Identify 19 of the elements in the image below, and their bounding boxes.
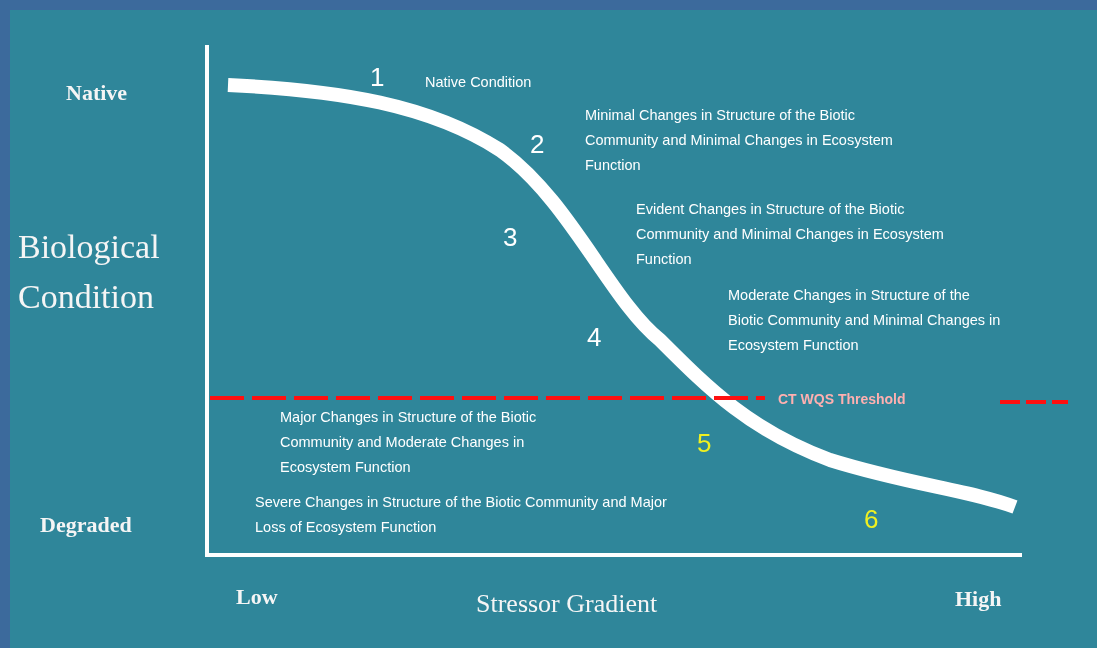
stage-description: Severe Changes in Structure of the Biotic Community and Major Loss of Ecosystem Function [255,493,668,537]
axis-label: Degraded [40,511,132,539]
stage-number: 6 [864,506,879,532]
stage-number: 3 [503,224,518,250]
stage-description: Evident Changes in Structure of the Biotic Community and Minimal Changes in Ecosystem Function [636,200,945,269]
axis-title: Stressor Gradient [476,588,658,620]
axis-label: Native [66,79,128,107]
stage-description: Minimal Changes in Structure of the Biotic Community and Minimal Changes in Ecosystem Function [585,106,894,175]
stage-number: 5 [697,430,712,456]
axis-label: High [955,585,1002,613]
stage-number: 4 [587,324,602,350]
stage-number: 2 [530,131,545,157]
axis-title: Biological Condition [18,227,161,317]
stage-description: Major Changes in Structure of the Biotic Community and Moderate Changes in Ecosystem Function [280,408,538,477]
threshold-label: CT WQS Threshold [778,391,906,407]
stage-description: Native Condition [425,73,532,92]
stage-number: 1 [370,64,385,90]
axis-label: Low [236,583,278,611]
stage-description: Moderate Changes in Structure of the Biotic Community and Minimal Changes in Ecosystem Function [728,286,1002,355]
